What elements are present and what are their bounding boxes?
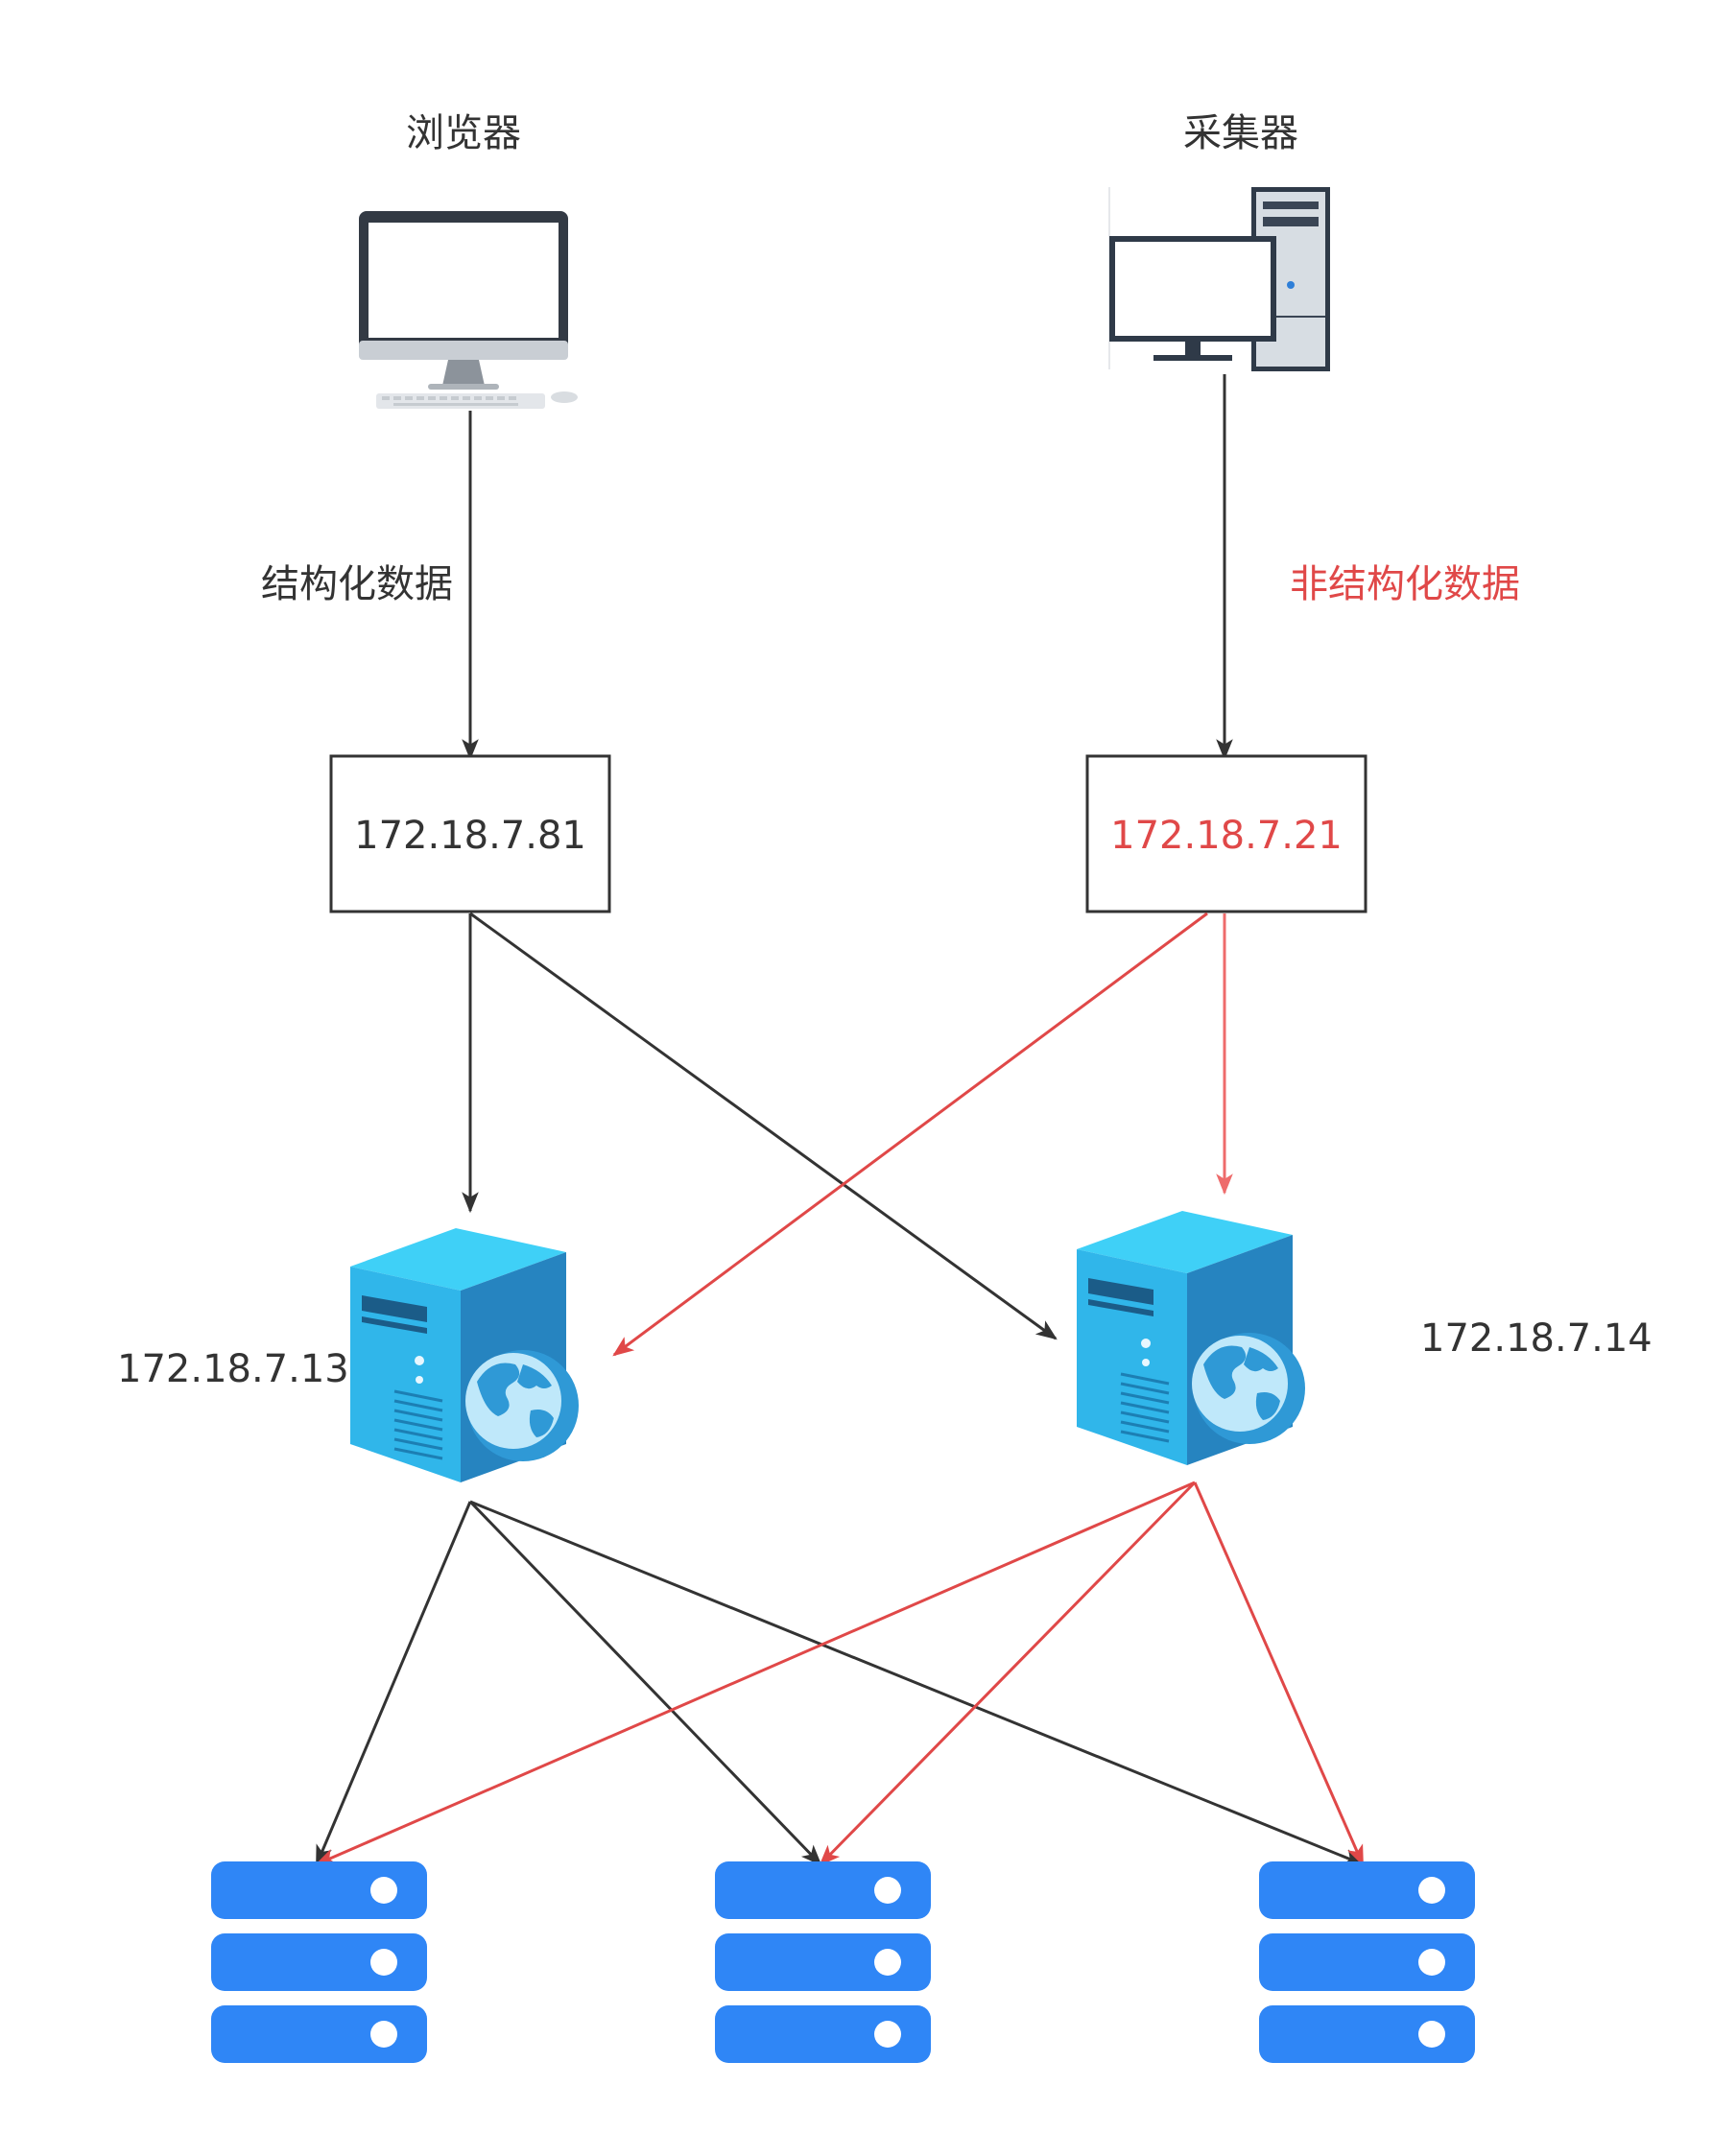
ingest-node-left-label: 172.18.7.81 <box>354 814 586 858</box>
web-server-left-label: 172.18.7.13 <box>117 1347 349 1391</box>
server-left-to-storage-2-arrow <box>468 1500 822 1866</box>
ingest-node-right-box <box>1085 754 1367 913</box>
structured-data-label: 结构化数据 <box>261 562 453 606</box>
storage-stack-1-icon <box>211 1861 427 2063</box>
ingest-node-right-label: 172.18.7.21 <box>1110 814 1343 858</box>
server-right-to-storage-2-arrow <box>819 1481 1197 1866</box>
browser-label: 浏览器 <box>406 111 521 155</box>
web-server-right-label: 172.18.7.14 <box>1420 1316 1653 1361</box>
web-server-left-icon <box>348 1226 581 1484</box>
ingest-left-to-server-right-arrow <box>469 912 1058 1340</box>
storage-stack-3-icon <box>1259 1861 1475 2063</box>
server-right-to-storage-1-arrow <box>314 1481 1196 1866</box>
server-left-to-storage-1-arrow <box>315 1501 472 1867</box>
ingest-node-left-box <box>329 754 611 913</box>
web-server-right-icon <box>1075 1209 1307 1467</box>
pc-tower-icon <box>1108 187 1330 371</box>
ingest-right-to-server-left-arrow <box>612 912 1208 1357</box>
collector-label: 采集器 <box>1183 111 1298 155</box>
storage-stack-2-icon <box>715 1861 931 2063</box>
desktop-computer-icon <box>359 211 578 409</box>
server-right-to-storage-3-arrow <box>1193 1481 1365 1867</box>
server-left-to-storage-3-arrow <box>469 1500 1366 1866</box>
unstructured-data-label: 非结构化数据 <box>1290 562 1520 606</box>
